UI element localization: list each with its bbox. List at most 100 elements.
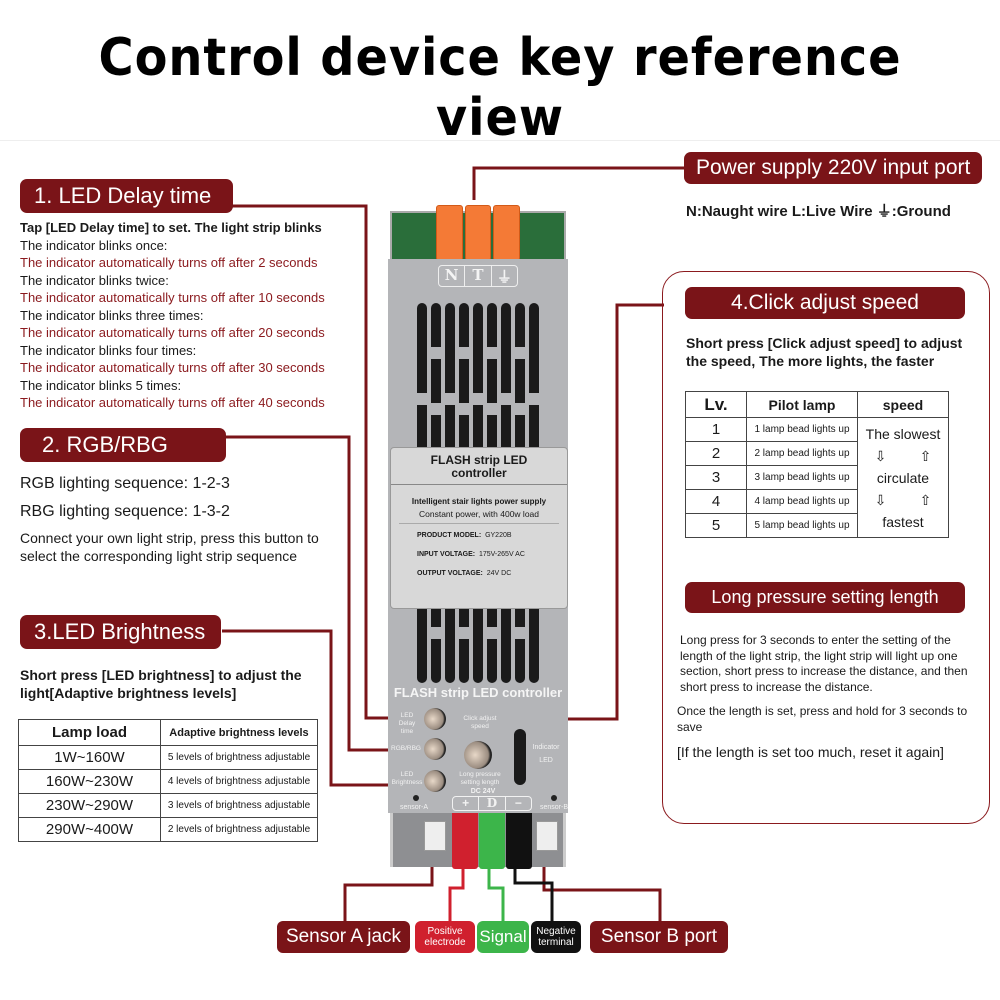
brightness-header-load: Lamp load [18,719,161,746]
load-cell: 290W~400W [18,817,161,842]
length-desc-3: [If the length is set too much, reset it… [677,744,944,760]
speed-arrows-2: ⇩⇧ [858,489,948,511]
terminal-l [464,205,492,261]
plus-marking: + [453,797,480,810]
sensor-a-jack[interactable] [424,821,446,851]
pilot-cell: 2 lamp bead lights up [746,441,858,466]
delay-label: 1. LED Delay time [20,179,233,213]
arrow-up-icon: ⇧ [919,447,932,464]
sensor-a-hole [413,795,419,801]
pilot-cell: 3 lamp bead lights up [746,465,858,490]
output-value: 24V DC [486,570,512,577]
btn-rgb-label: RGB/RBG [391,745,421,752]
positive-wire-terminal[interactable] [452,813,478,869]
delay-result-2: The indicator automatically turns off af… [20,290,325,305]
label-sub2: Constant power, with 400w load [399,509,559,524]
ground-label: :Ground [891,203,951,220]
rgb-section: RGB lighting sequence: 1-2-3 RBG lightin… [20,475,320,565]
delay-result-1: The indicator automatically turns off af… [20,255,318,270]
speed-cell: The slowest ⇩⇧ circulate ⇩⇧ fastest [857,417,949,538]
lv-cell: 4 [685,489,747,514]
delay-intro: Tap [LED Delay time] to set. The light s… [20,220,322,235]
delay-section: Tap [LED Delay time] to set. The light s… [20,219,360,412]
ground-icon: ⏚ [876,203,892,220]
output-key: OUTPUT VOLTAGE: [417,570,483,577]
arrow-down-icon: ⇩ [874,447,887,464]
levels-cell: 5 levels of brightness adjustable [160,745,318,770]
negative-wire-terminal[interactable] [506,813,532,869]
model-row: PRODUCT MODEL: GY220B [391,532,567,539]
model-value: GY220B [485,532,512,539]
pilot-cell: 5 lamp bead lights up [746,513,858,538]
brightness-label: 3.LED Brightness [20,615,221,649]
length-label: Long pressure setting length [685,582,965,613]
speed-header-speed: speed [857,391,949,418]
speed-circulate: circulate [876,469,930,486]
delay-result-4: The indicator automatically turns off af… [20,360,325,375]
rgb-sequence: RGB lighting sequence: 1-2-3 [20,475,230,492]
speed-table: Lv. Pilot lamp speed 1 1 lamp bead light… [685,391,949,538]
label-title: FLASH strip LED controller [391,448,567,485]
sensor-b-port[interactable] [536,821,558,851]
brightness-button[interactable] [424,770,446,792]
rgb-desc: Connect your own light strip, press this… [20,530,319,564]
delay-blink-5: The indicator blinks 5 times: [20,377,182,393]
delay-result-3: The indicator automatically turns off af… [20,325,325,340]
speed-intro: Short press [Click adjust speed] to adju… [686,335,963,369]
delay-time-button[interactable] [424,708,446,730]
input-value: 175V-265V AC [478,551,525,558]
sensor-b-marking: sensor-B [539,804,568,811]
signal-wire-terminal[interactable] [479,813,505,869]
terminal-marking: N T ⏚ [438,265,518,287]
load-cell: 160W~230W [18,769,161,794]
speed-label: 4.Click adjust speed [685,287,965,319]
table-row: 1 1 lamp bead lights up The slowest ⇩⇧ c… [685,417,949,538]
ground-marking-icon: ⏚ [496,268,512,286]
power-legend-text: N:Naught wire L:Live Wire [686,203,873,220]
levels-cell: 3 levels of brightness adjustable [160,793,318,818]
divider [0,140,1000,141]
page-title: Control device key reference view [98,28,902,148]
lv-cell: 5 [685,513,747,538]
positive-label: Positive electrode [415,921,475,953]
input-key: INPUT VOLTAGE: [417,551,476,558]
line-power [472,166,684,200]
delay-blink-1: The indicator blinks once: [20,237,168,253]
btn-click-label: Click adjust speed [463,715,497,730]
power-legend: N:Naught wire L:Live Wire ⏚:Ground [686,200,951,221]
levels-cell: 4 levels of brightness adjustable [160,769,318,794]
click-speed-button[interactable] [464,741,492,769]
arrow-up-icon: ⇧ [919,491,932,508]
brightness-intro: Short press [LED brightness] to adjust t… [20,667,302,701]
sensor-b-hole [551,795,557,801]
speed-slowest: The slowest [865,425,941,442]
terminal-block [436,205,521,261]
load-cell: 1W~160W [18,745,161,770]
controller-device: N T ⏚ FLASH strip LED controller Intelli… [388,205,568,895]
lv-cell: 3 [685,465,747,490]
terminal-g [493,205,521,261]
output-row: OUTPUT VOLTAGE: 24V DC [391,570,567,577]
input-row: INPUT VOLTAGE: 175V-265V AC [391,551,567,558]
length-desc-2: Once the length is set, press and hold f… [677,704,968,734]
length-desc-1: Long press for 3 seconds to enter the se… [680,633,968,694]
right-panel [662,271,990,824]
rgb-label: 2. RGB/RBG [20,428,226,462]
speed-fastest: fastest [882,513,924,530]
power-input-label: Power supply 220V input port [684,152,983,184]
lv-cell: 2 [685,441,747,466]
sensor-a-label: Sensor A jack [277,921,410,953]
dc-label: DC 24V [470,788,496,795]
delay-blink-2: The indicator blinks twice: [20,272,169,288]
product-label: FLASH strip LED controller Intelligent s… [390,447,568,609]
rgb-rbg-button[interactable] [424,738,446,760]
signal-label: Signal [477,921,529,953]
speed-arrows-1: ⇩⇧ [858,445,948,467]
arrow-down-icon: ⇩ [874,491,887,508]
minus-marking: − [514,796,522,810]
